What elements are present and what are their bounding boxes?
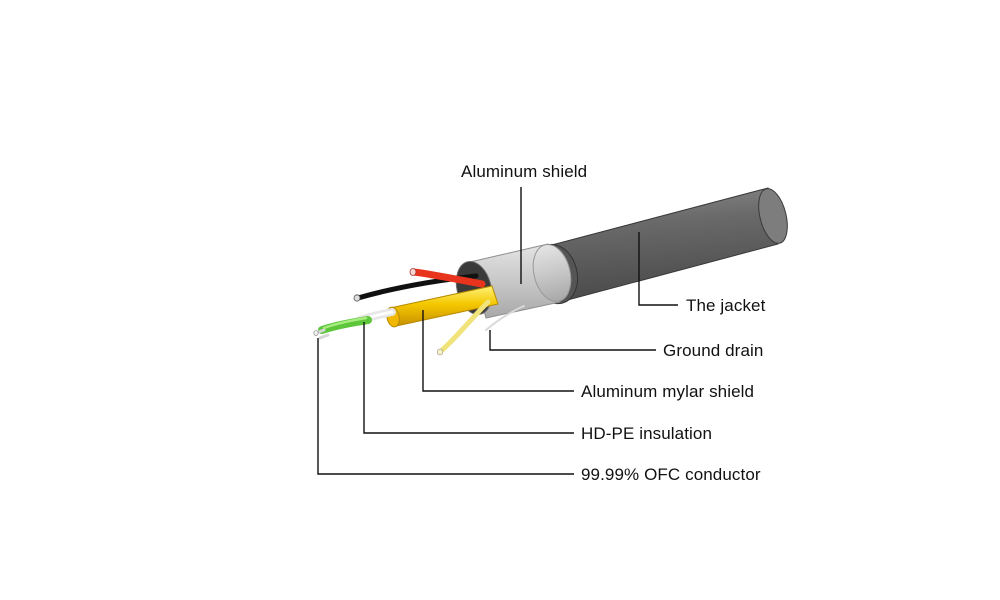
ground-drain — [436, 299, 525, 356]
label-jacket: The jacket — [686, 296, 766, 315]
green-wire — [313, 316, 372, 340]
leader-jacket — [638, 232, 678, 306]
label-hdpe-insulation: HD-PE insulation — [581, 424, 713, 443]
leader-hdpe — [363, 322, 574, 434]
label-ground-drain: Ground drain — [663, 341, 764, 360]
leader-lines — [317, 187, 678, 475]
leader-ground-drain — [489, 330, 656, 351]
red-wire — [409, 268, 486, 288]
label-aluminum-mylar-shield: Aluminum mylar shield — [581, 382, 755, 401]
label-ofc-conductor: 99.99% OFC conductor — [581, 465, 761, 484]
label-aluminum-shield: Aluminum shield — [461, 162, 588, 181]
leader-ofc — [317, 338, 574, 475]
leader-mylar — [422, 310, 574, 392]
